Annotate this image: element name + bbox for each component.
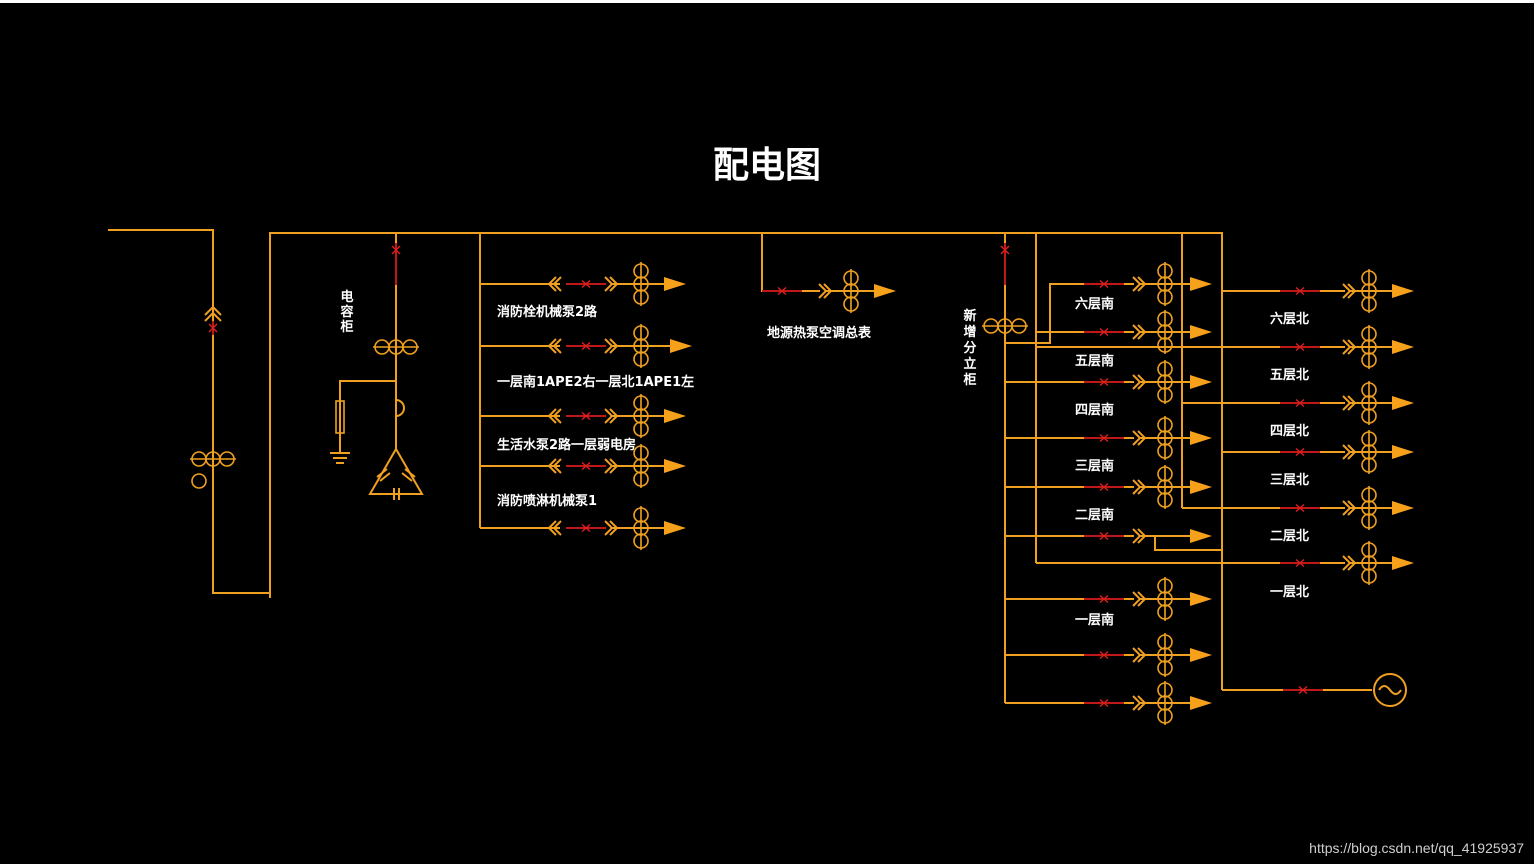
watermark: https://blog.csdn.net/qq_41925937 [1309,840,1524,856]
north-label-3: 三层北 [1270,473,1309,488]
capacitor-cabinet: 电 容 柜 [330,233,424,500]
north-feeders: 六层北 五层北 四层北 三层北 二层北 一层北 [1036,268,1414,707]
north-label-1: 一层北 [1270,585,1309,600]
new-cabinet-char-2: 增 [963,324,976,340]
new-cabinet-char-4: 立 [963,356,976,372]
north-label-4: 四层北 [1270,424,1309,439]
south-label-1: 一层南 [1075,612,1114,628]
south-label-6: 六层南 [1075,296,1114,312]
south-label-4: 四层南 [1075,402,1114,418]
page-title: 配电图 [713,145,821,186]
south-label-3: 三层南 [1075,458,1114,474]
geothermal-label: 地源热泵空调总表 [767,325,872,341]
new-cabinet-char-1: 新 [963,308,976,324]
capacitor-cabinet-char-3: 柜 [339,319,353,335]
new-cabinet-char-3: 分 [963,340,976,356]
branch-label-2: 一层南1APE2右一层北1APE1左 [497,374,694,390]
branch-label-3: 生活水泵2路一层弱电房 [497,437,636,453]
branch-label-1: 消防栓机械泵2路 [497,304,598,320]
wiring-diagram: 配电图 电 容 柜 [108,145,1524,856]
north-label-2: 二层北 [1270,529,1309,544]
new-cabinet-char-5: 柜 [962,372,976,388]
new-distribution-cabinet: 新 增 分 立 柜 [962,233,1183,703]
incoming-feeder [108,229,1223,690]
geothermal-branch: 地源热泵空调总表 [761,233,896,341]
branch-label-4: 消防喷淋机械泵1 [497,493,597,509]
south-label-5: 五层南 [1075,353,1114,369]
south-feeders: 六层南 五层南 四层南 三层南 二层南 一层南 [1005,261,1212,726]
capacitor-cabinet-char-1: 电 [340,289,353,305]
north-label-6: 六层北 [1270,311,1309,327]
south-label-2: 二层南 [1075,507,1114,523]
north-label-5: 五层北 [1270,368,1309,383]
capacitor-cabinet-char-2: 容 [339,304,353,320]
left-branches: 消防栓机械泵2路 一层南1APE2右一层北1APE1左 生活水泵2路一层弱电房 … [479,233,694,551]
